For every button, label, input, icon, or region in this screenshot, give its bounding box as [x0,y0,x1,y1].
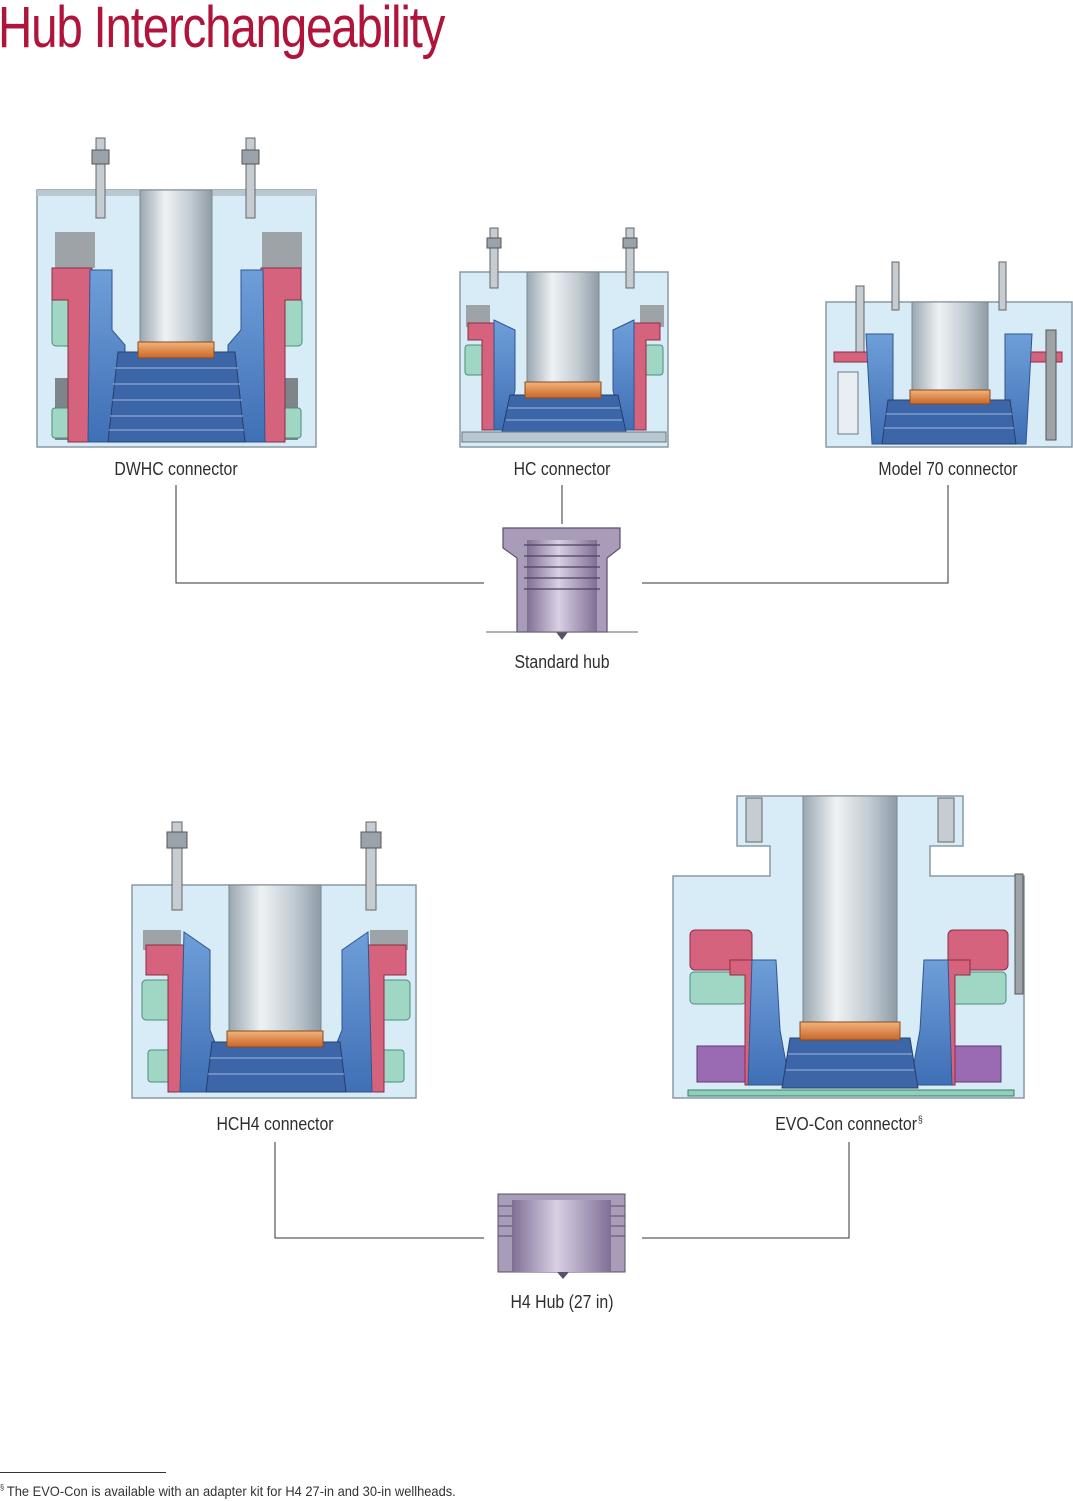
standard-hub-label: Standard hub [514,652,610,672]
connection-lines [175,485,949,1239]
model70-connector-label: Model 70 connector [878,459,1018,479]
hc-connector-illustration [459,227,669,448]
footnote: §The EVO-Con is available with an adapte… [0,1483,456,1499]
h4-hub-illustration [497,1193,626,1279]
evo-con-connector-text: EVO-Con connector [775,1114,917,1134]
hch4-to-h4-hub-line [274,1142,484,1239]
page-title: Hub Interchangeability [0,0,445,60]
footnote-text: The EVO-Con is available with an adapter… [6,1483,456,1499]
hc-connector-label: HC connector [513,459,611,479]
evocon-to-h4-hub-line [642,1142,850,1239]
dwhc-connector-illustration [36,137,317,448]
footnote-mark: § [0,1483,5,1493]
h4-hub-label: H4 Hub (27 in) [510,1292,614,1312]
dwhc-to-standard-hub-line [175,485,484,584]
standard-hub-illustration [486,527,638,640]
dwhc-connector-label: DWHC connector [114,459,238,479]
model-70-connector-illustration [825,261,1073,448]
evo-con-connector-illustration [672,795,1025,1099]
hch4-connector-label: HCH4 connector [216,1114,334,1134]
footnote-divider [0,1472,166,1473]
evo-con-connector-label: EVO-Con connector§ [775,1114,923,1135]
model70-to-standard-hub-line [642,485,949,584]
section-mark: § [917,1115,923,1126]
hch4-connector-illustration [131,821,417,1099]
